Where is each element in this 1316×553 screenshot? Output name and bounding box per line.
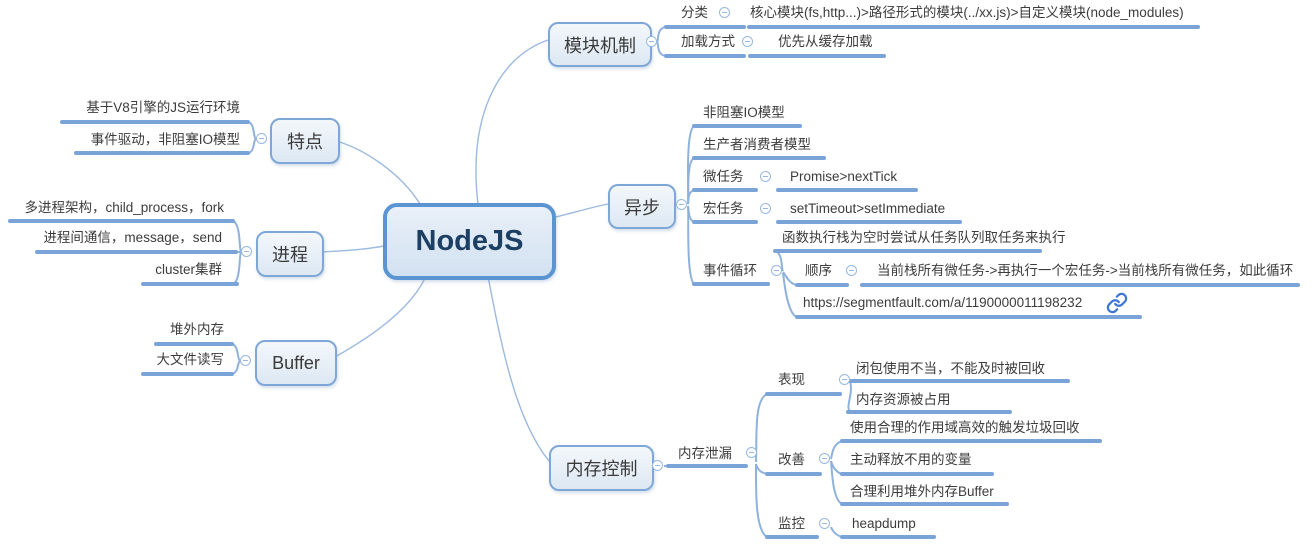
topic-order-value[interactable]: 当前栈所有微任务->再执行一个宏任务->当前栈所有微任务，如此循环 <box>877 263 1294 278</box>
topic-improve-1[interactable]: 使用合理的作用域高效的触发垃圾回收 <box>850 420 1080 435</box>
collapse-icon-async[interactable] <box>676 199 687 210</box>
branch-buffer-label: Buffer <box>272 352 320 373</box>
topic-improve-label[interactable]: 改善 <box>778 452 805 467</box>
collapse-icon-eventloop[interactable] <box>771 265 782 276</box>
root-topic-nodejs[interactable]: NodeJS <box>383 203 556 280</box>
topic-macro-label[interactable]: 宏任务 <box>703 201 744 216</box>
topic-process-1[interactable]: 多进程架构，child_process，fork <box>24 200 224 215</box>
topic-loading-label[interactable]: 加载方式 <box>681 34 735 49</box>
topic-loading-value[interactable]: 优先从缓存加载 <box>778 34 873 49</box>
topic-symptom-1[interactable]: 闭包使用不当，不能及时被回收 <box>856 361 1045 376</box>
branch-buffer[interactable]: Buffer <box>255 340 337 386</box>
branch-module-label: 模块机制 <box>564 35 636 56</box>
topic-eventloop-link[interactable]: https://segmentfault.com/a/1190000011198… <box>803 295 1083 310</box>
branch-features-label: 特点 <box>287 132 323 152</box>
branch-memory-label: 内存控制 <box>565 459 638 479</box>
topic-order-label[interactable]: 顺序 <box>805 263 832 278</box>
collapse-icon-order[interactable] <box>846 265 857 276</box>
collapse-icon-monitor[interactable] <box>819 518 830 529</box>
topic-process-2[interactable]: 进程间通信，message，send <box>43 230 222 245</box>
topic-symptom-2[interactable]: 内存资源被占用 <box>856 392 951 407</box>
branch-module[interactable]: 模块机制 <box>548 22 652 67</box>
branch-process-label: 进程 <box>272 245 308 265</box>
topic-features-2[interactable]: 事件驱动，非阻塞IO模型 <box>90 132 240 147</box>
topic-eventloop-1[interactable]: 函数执行栈为空时尝试从任务队列取任务来执行 <box>782 230 1066 245</box>
collapse-icon-category[interactable] <box>719 7 730 18</box>
branch-async[interactable]: 异步 <box>608 184 676 229</box>
collapse-icon-process[interactable] <box>241 246 252 257</box>
topic-improve-2[interactable]: 主动释放不用的变量 <box>850 452 972 467</box>
collapse-icon-leak[interactable] <box>746 447 757 458</box>
topic-features-1[interactable]: 基于V8引擎的JS运行环境 <box>86 100 240 115</box>
topic-monitor-value[interactable]: heapdump <box>852 516 916 531</box>
link-icon[interactable] <box>1106 292 1128 314</box>
topic-micro-label[interactable]: 微任务 <box>703 169 744 184</box>
collapse-icon-buffer[interactable] <box>240 355 251 366</box>
topic-monitor-label[interactable]: 监控 <box>778 516 805 531</box>
collapse-icon-micro[interactable] <box>760 171 771 182</box>
root-topic-label: NodeJS <box>415 225 524 257</box>
branch-memory[interactable]: 内存控制 <box>549 445 654 491</box>
branch-process[interactable]: 进程 <box>256 231 324 277</box>
topic-category-value[interactable]: 核心模块(fs,http...)>路径形式的模块(../xx.js)>自定义模块… <box>750 5 1184 20</box>
topic-leak-label[interactable]: 内存泄漏 <box>678 446 732 461</box>
topic-symptom-label[interactable]: 表现 <box>778 372 805 387</box>
topic-async-2[interactable]: 生产者消费者模型 <box>703 137 811 152</box>
topic-buffer-2[interactable]: 大文件读写 <box>156 352 225 367</box>
collapse-icon-improve[interactable] <box>819 453 830 464</box>
collapse-icon-macro[interactable] <box>760 203 771 214</box>
topic-process-3[interactable]: cluster集群 <box>155 262 222 277</box>
collapse-icon-symptom[interactable] <box>839 374 850 385</box>
collapse-icon-memory[interactable] <box>652 460 663 471</box>
topic-buffer-1[interactable]: 堆外内存 <box>170 322 224 337</box>
topic-category-label[interactable]: 分类 <box>681 5 708 20</box>
collapse-icon-features[interactable] <box>256 133 267 144</box>
topic-macro-value[interactable]: setTimeout>setImmediate <box>790 201 946 216</box>
topic-micro-value[interactable]: Promise>nextTick <box>790 169 898 184</box>
topic-improve-3[interactable]: 合理利用堆外内存Buffer <box>850 484 994 499</box>
topic-eventloop-label[interactable]: 事件循环 <box>703 263 757 278</box>
branch-features[interactable]: 特点 <box>270 118 340 164</box>
topic-async-1[interactable]: 非阻塞IO模型 <box>703 105 785 120</box>
collapse-icon-module[interactable] <box>646 36 657 47</box>
collapse-icon-loading[interactable] <box>742 36 753 47</box>
branch-async-label: 异步 <box>624 197 660 218</box>
